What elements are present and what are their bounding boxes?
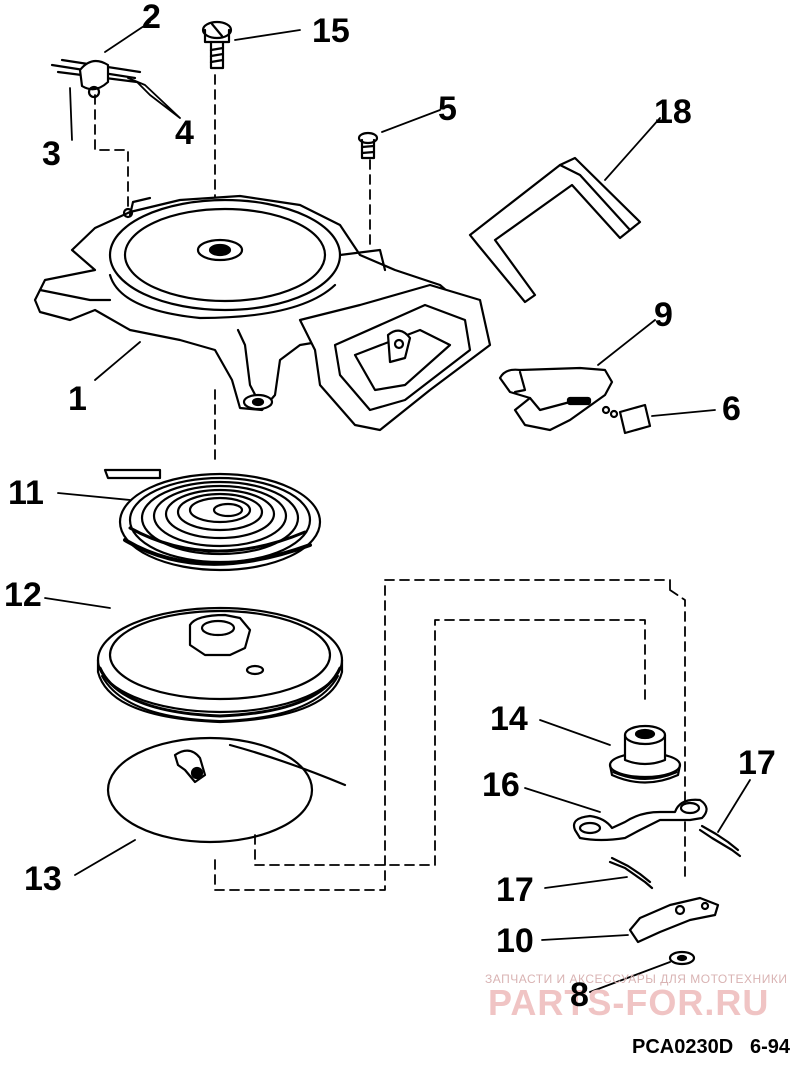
starter-housing-part-1 (33, 194, 492, 432)
watermark-logo: PARTS-FOR.RU (488, 982, 770, 1023)
callout-9: 9 (654, 296, 673, 334)
drawing-code: PCA0230D (632, 1036, 734, 1058)
spring-ring-part-13 (106, 736, 347, 844)
callout-12: 12 (4, 576, 42, 614)
springs-part-17 (608, 824, 742, 890)
callout-8: 8 (570, 976, 589, 1014)
callout-6: 6 (722, 390, 741, 428)
callout-17-upper: 17 (738, 744, 776, 782)
clip-part-8 (668, 950, 696, 966)
pawl-part-10 (628, 896, 720, 944)
callout-11: 11 (8, 474, 44, 512)
callout-18: 18 (654, 93, 692, 131)
drawing-date: 6-94 (750, 1036, 791, 1058)
callout-14: 14 (490, 700, 528, 738)
callout-1: 1 (68, 380, 87, 418)
callout-3: 3 (42, 135, 61, 173)
pawl-plate-part-16 (572, 798, 708, 842)
callout-17-lower: 17 (496, 871, 534, 909)
watermark-tagline: ЗАПЧАСТИ И АКСЕССУАРЫ ДЛЯ МОТОТЕХНИКИ (485, 972, 788, 986)
callout-5: 5 (438, 90, 457, 128)
insert-part-6 (601, 403, 652, 435)
leader-lines (44, 21, 751, 993)
handle-bracket-part-18 (468, 156, 642, 304)
pulley-part-12 (96, 606, 344, 724)
callout-2: 2 (142, 0, 161, 36)
assembly-dashed-lines (94, 74, 686, 891)
callout-16: 16 (482, 766, 520, 804)
callout-13: 13 (24, 860, 62, 898)
screw-part-15 (201, 20, 233, 70)
cam-part-14 (608, 724, 682, 784)
callout-4: 4 (175, 114, 194, 152)
callout-15: 15 (312, 12, 350, 50)
callout-10: 10 (496, 922, 534, 960)
recoil-spring-part-11 (103, 468, 322, 572)
wire-clip-parts-2-3-4 (50, 58, 142, 99)
pull-handle-part-9 (498, 366, 614, 432)
screw-part-5 (357, 131, 379, 160)
